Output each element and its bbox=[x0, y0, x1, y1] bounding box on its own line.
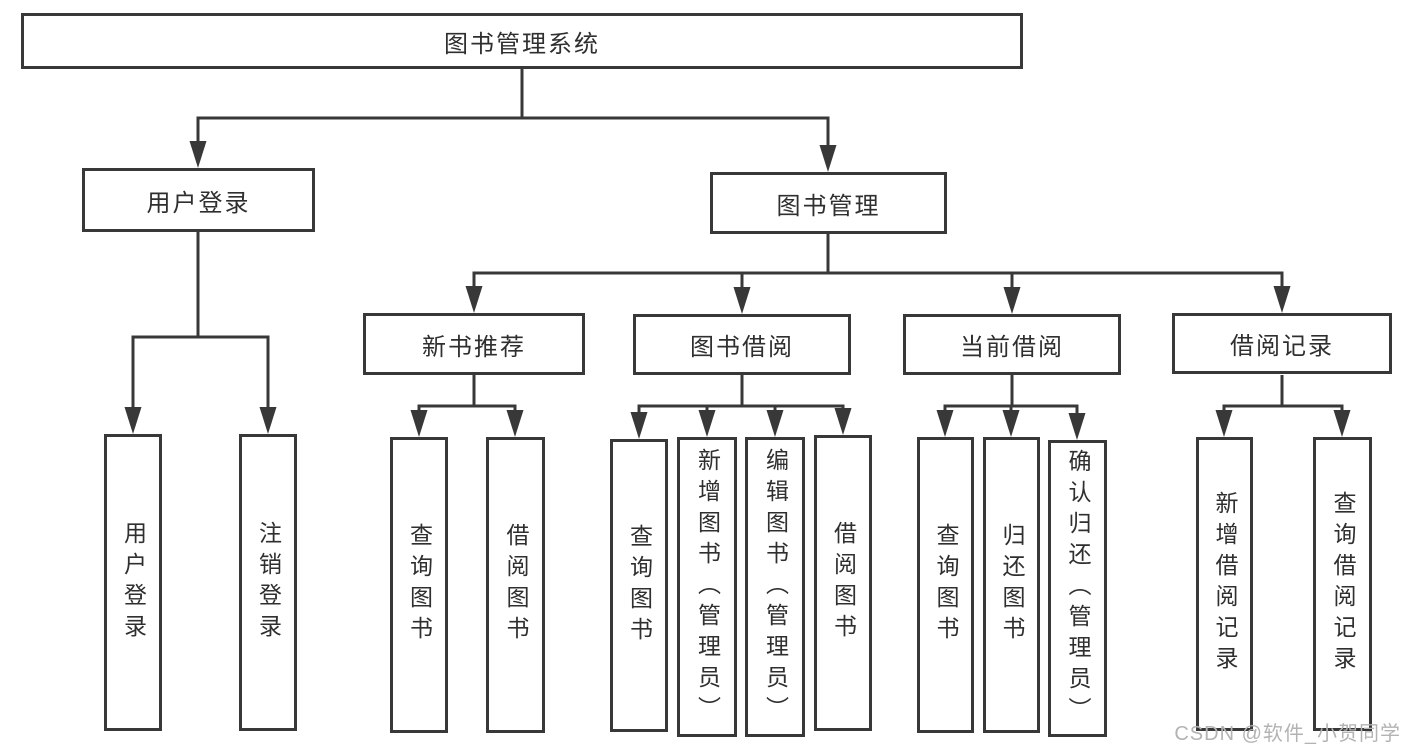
node-user-login-leaf: 用户登录 bbox=[104, 434, 162, 731]
node-current-borrowing: 当前借阅 bbox=[903, 314, 1121, 375]
watermark: CSDN @软件_小贺同学 bbox=[1174, 723, 1401, 745]
node-return-books: 归还图书 bbox=[983, 437, 1040, 733]
node-edit-books-admin: 编辑图书（管理员） bbox=[745, 437, 805, 737]
node-query-borrow-record: 查询借阅记录 bbox=[1313, 437, 1372, 731]
node-book-management: 图书管理 bbox=[710, 172, 947, 234]
node-borrow-books-recommend: 借阅图书 bbox=[486, 437, 545, 733]
node-add-borrow-record: 新增借阅记录 bbox=[1196, 437, 1253, 731]
node-user-login: 用户登录 bbox=[82, 168, 315, 232]
node-borrowing-records: 借阅记录 bbox=[1172, 313, 1392, 374]
node-book-borrowing: 图书借阅 bbox=[633, 314, 851, 375]
node-borrow-books-borrowing: 借阅图书 bbox=[814, 435, 872, 731]
node-query-books-current: 查询图书 bbox=[917, 437, 974, 733]
node-query-books-recommend: 查询图书 bbox=[390, 437, 448, 733]
node-root: 图书管理系统 bbox=[21, 13, 1023, 69]
node-confirm-return-admin: 确认归还（管理员） bbox=[1048, 440, 1107, 737]
node-query-books-borrowing: 查询图书 bbox=[610, 439, 668, 732]
node-add-books-admin: 新增图书（管理员） bbox=[677, 437, 737, 737]
node-logout-leaf: 注销登录 bbox=[239, 434, 297, 731]
node-new-book-recommendation: 新书推荐 bbox=[363, 313, 585, 375]
